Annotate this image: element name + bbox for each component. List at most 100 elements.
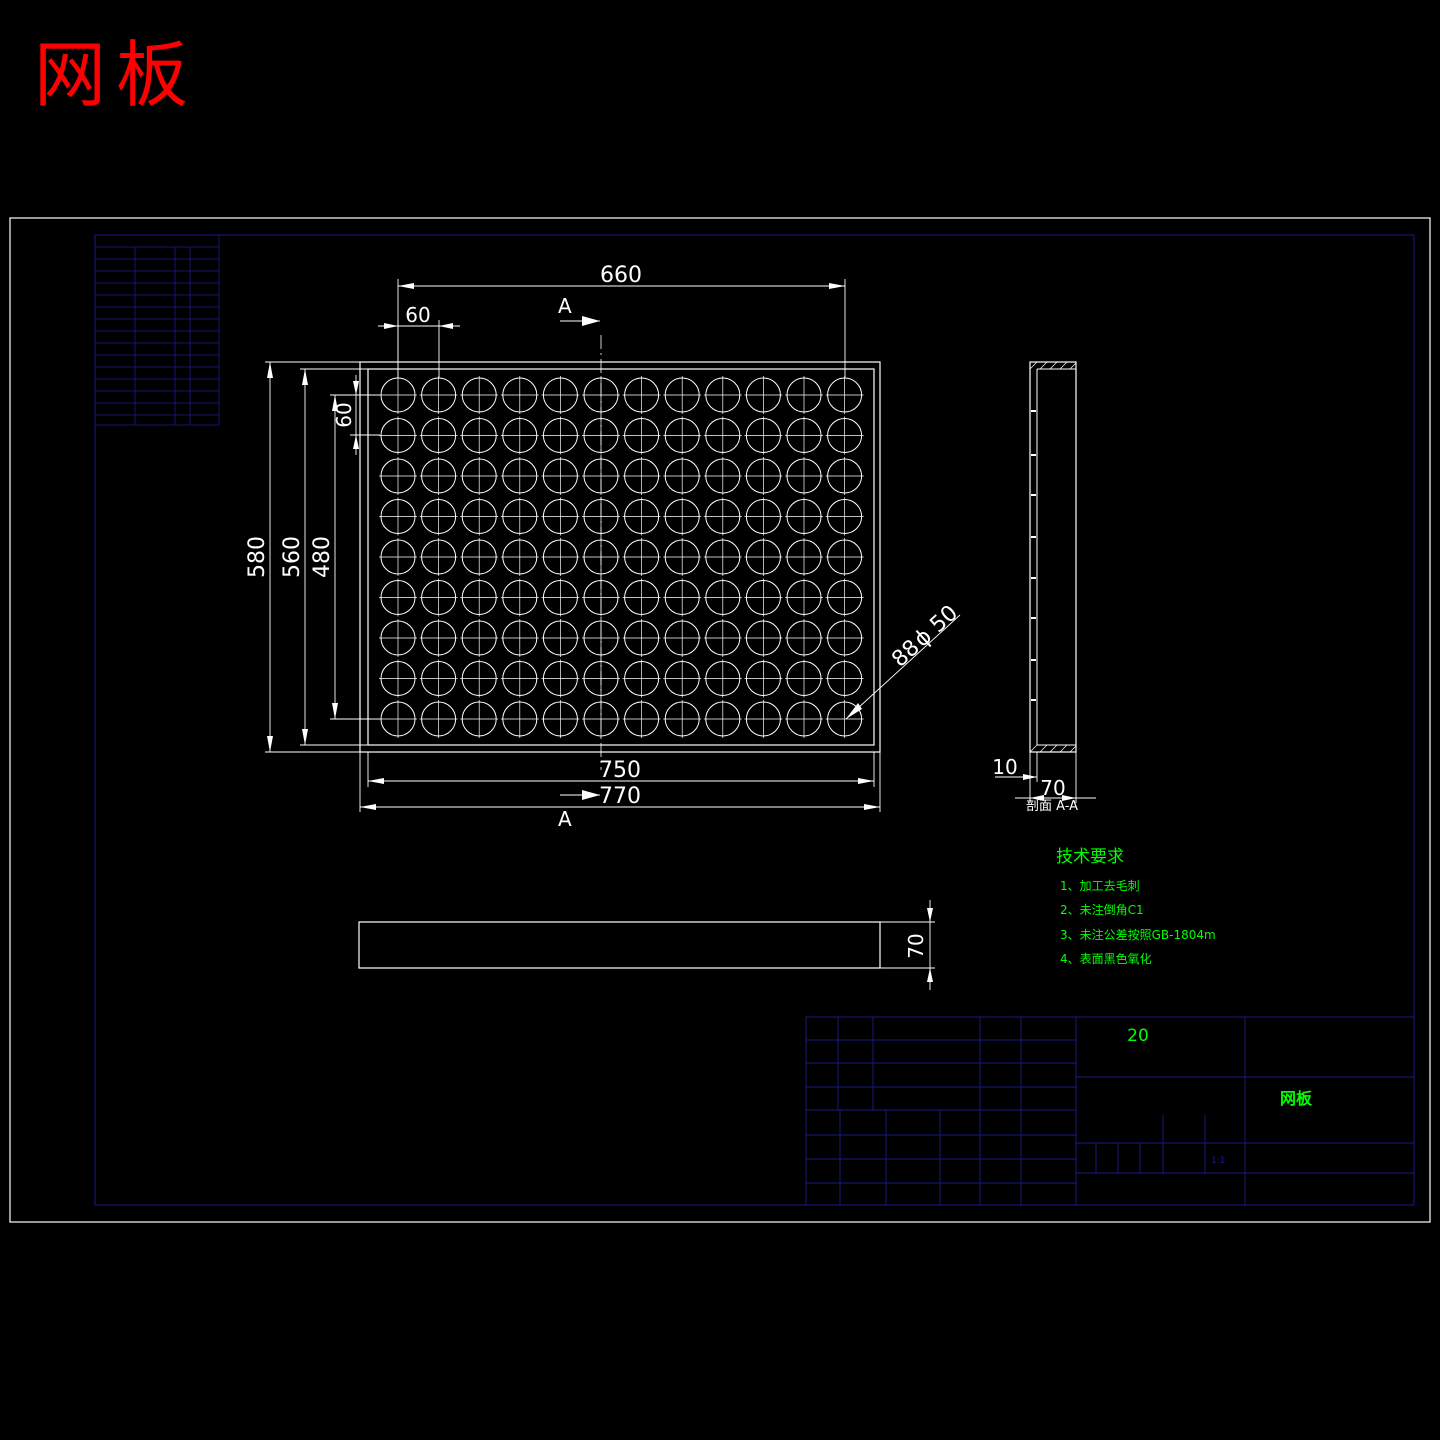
hole xyxy=(419,457,458,495)
plate-inner-outline xyxy=(367,368,875,746)
hole xyxy=(379,538,417,576)
hole xyxy=(419,700,458,738)
hole xyxy=(744,497,783,536)
dim-pitch-x xyxy=(378,320,460,378)
hole xyxy=(500,538,539,576)
hole xyxy=(785,538,823,576)
hole xyxy=(663,619,702,657)
hole xyxy=(744,538,783,576)
hole xyxy=(825,416,864,455)
dim-top-span-label: 660 xyxy=(600,263,642,288)
hole xyxy=(622,619,661,657)
hole xyxy=(541,578,580,617)
hole xyxy=(419,416,458,455)
hole xyxy=(622,376,661,414)
hole xyxy=(419,578,458,617)
section-view xyxy=(995,361,1096,803)
hole xyxy=(622,457,661,495)
hole-leader-arrow xyxy=(846,703,862,719)
section-label-top: A xyxy=(558,294,572,318)
revision-table xyxy=(94,234,220,426)
hole xyxy=(663,578,702,617)
plate-outer-outline xyxy=(359,361,881,753)
sheet-border xyxy=(94,234,1415,1206)
hole xyxy=(379,619,417,657)
hole xyxy=(785,578,823,617)
dim-inner-height xyxy=(300,368,368,746)
hole xyxy=(703,578,742,617)
hole xyxy=(785,416,823,455)
hole xyxy=(825,497,864,536)
dim-side-wall-label: 10 xyxy=(992,755,1017,779)
section-caption: 剖面 A-A xyxy=(1026,799,1078,814)
dim-top-span xyxy=(397,279,846,378)
hole-grid xyxy=(379,376,864,738)
dim-hole-span-y xyxy=(330,394,380,720)
hole xyxy=(622,659,661,698)
hole xyxy=(825,659,864,698)
hole xyxy=(500,700,539,738)
hole xyxy=(460,619,499,657)
hole-spec: 88 ϕ 50 xyxy=(887,601,963,673)
hole xyxy=(825,538,864,576)
hole xyxy=(744,619,783,657)
hole xyxy=(379,497,417,536)
hole xyxy=(744,659,783,698)
hole xyxy=(379,457,417,495)
hole xyxy=(703,538,742,576)
hole xyxy=(622,497,661,536)
hole xyxy=(379,578,417,617)
sheet-frame xyxy=(9,217,1431,1223)
hole xyxy=(622,416,661,455)
section-label-bottom: A xyxy=(558,807,572,831)
drawing-title: 网板 xyxy=(34,33,198,117)
hole xyxy=(785,619,823,657)
hole xyxy=(541,619,580,657)
hole xyxy=(460,497,499,536)
hole xyxy=(663,376,702,414)
dim-pitch-x-label: 60 xyxy=(405,303,430,327)
hole xyxy=(379,700,417,738)
hole xyxy=(541,376,580,414)
hole xyxy=(379,659,417,698)
hole xyxy=(622,578,661,617)
note-item-3: 3、未注公差按照GB-1804m xyxy=(1060,927,1216,942)
hole xyxy=(785,497,823,536)
hole xyxy=(744,578,783,617)
front-view-outline xyxy=(358,921,881,969)
hole xyxy=(419,497,458,536)
hole xyxy=(622,700,661,738)
hole xyxy=(379,416,417,455)
hole xyxy=(825,376,864,414)
hole xyxy=(541,700,580,738)
hole xyxy=(825,700,864,738)
hole xyxy=(541,659,580,698)
hole xyxy=(825,619,864,657)
hole xyxy=(541,416,580,455)
hole xyxy=(663,457,702,495)
hole xyxy=(460,538,499,576)
hole-diameter-label: ϕ 50 xyxy=(910,601,964,653)
hole xyxy=(419,376,458,414)
hole xyxy=(500,659,539,698)
hole xyxy=(663,497,702,536)
dim-hole-span-y-label: 480 xyxy=(310,536,335,578)
title-block-material: 20 xyxy=(1127,1026,1149,1046)
hole xyxy=(785,659,823,698)
hole xyxy=(460,376,499,414)
hole xyxy=(460,700,499,738)
hole xyxy=(744,416,783,455)
dim-outer-width-label: 770 xyxy=(599,784,641,809)
hole xyxy=(460,578,499,617)
section-marker-bottom: A xyxy=(558,790,600,831)
dim-side-depth-label: 70 xyxy=(1040,776,1065,800)
hole xyxy=(379,376,417,414)
dim-inner-height-label: 560 xyxy=(280,536,305,578)
hole-leader-line xyxy=(845,614,961,720)
hole xyxy=(500,619,539,657)
hole xyxy=(460,416,499,455)
dim-outer-height xyxy=(265,361,360,753)
hole xyxy=(419,659,458,698)
hole xyxy=(460,457,499,495)
